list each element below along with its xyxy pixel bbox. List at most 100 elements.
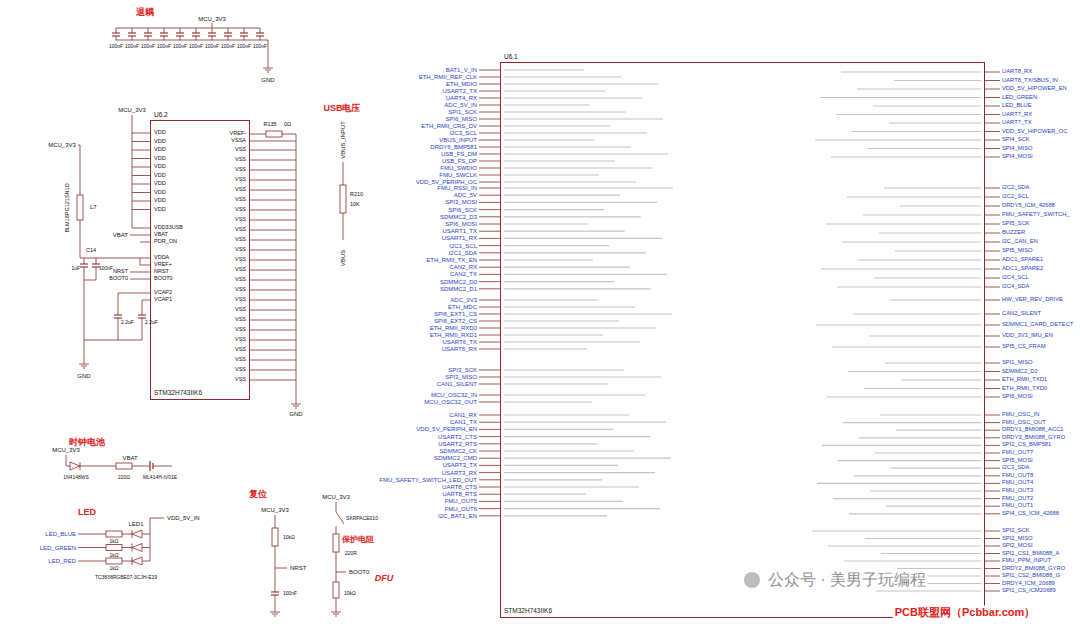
net-label: I2C3_SDA [1002, 465, 1029, 471]
wire [479, 321, 500, 322]
wire [504, 383, 608, 384]
net-label: UART8_CTS [442, 484, 477, 490]
wire [504, 69, 584, 70]
component-value: 220R [345, 551, 357, 556]
wire [504, 465, 618, 466]
wire [78, 547, 106, 548]
wire [272, 614, 278, 615]
wire [504, 267, 630, 268]
wire [858, 259, 981, 260]
net-label: MCU_OSC32_IN [431, 392, 477, 398]
wire [343, 162, 344, 185]
wire [848, 371, 981, 372]
wire [901, 379, 981, 380]
net-label: FMU_RSSI_IN [437, 185, 477, 191]
net-label: CAN1_RX [449, 412, 477, 418]
wire [250, 300, 296, 301]
wire [250, 380, 296, 381]
wire [847, 196, 981, 197]
wire [853, 313, 981, 314]
net-label: I2C2_SDA [1002, 185, 1029, 191]
wire [130, 272, 150, 273]
net-label: SPI6_MOSI [445, 221, 477, 227]
net-label: SPI4_MISO [1002, 146, 1033, 152]
wire [985, 568, 1000, 569]
wire [250, 210, 296, 211]
wire [479, 314, 500, 315]
wire [296, 134, 297, 398]
net-label: SDMMC2_CK [439, 448, 477, 454]
net-label: BOOT0 [349, 569, 369, 575]
wire [504, 348, 587, 349]
wire [985, 131, 1000, 132]
wire [479, 384, 500, 385]
chip-box: U6.1STM32H743IIK6 [500, 62, 985, 618]
net-label: VDD_5V_IN [167, 515, 200, 521]
wire [142, 547, 150, 548]
wire [250, 350, 296, 351]
wire [985, 583, 1000, 584]
wire [841, 71, 981, 72]
wire [81, 366, 87, 367]
wire [985, 591, 1000, 592]
wire [504, 252, 646, 253]
net-label: ADC1_SPARE2 [1002, 266, 1043, 272]
wire [479, 91, 500, 92]
wire [250, 230, 296, 231]
part-number: STM32H743IIK6 [504, 608, 552, 615]
ferrite-symbol [77, 195, 83, 220]
net-label: VBUS_INPUT [340, 121, 346, 159]
wire [164, 36, 165, 40]
wire [479, 126, 500, 127]
net-label: SPI2_MOSI [1002, 543, 1033, 549]
component-value: 10kΩ [283, 535, 295, 540]
wire [504, 327, 656, 328]
pin-name: VBAT [154, 232, 168, 238]
pin-name: VSS [235, 327, 246, 333]
net-label: BOOT0 [109, 276, 128, 282]
wire [985, 531, 1000, 532]
net-label: SPI5_SCK [1002, 221, 1030, 227]
net-label: SPI6_MISO [445, 116, 477, 122]
wire [985, 206, 1000, 207]
net-label: SDMMC2_D2 [1002, 369, 1038, 375]
wire [148, 36, 149, 40]
wire [479, 436, 500, 437]
wire [504, 174, 599, 175]
net-label: SPI5_CS_FRAM [1002, 344, 1046, 350]
net-label: VDD_5V_PERIPH_OC [416, 179, 477, 185]
wire [985, 553, 1000, 554]
net-label: USART3_TX [442, 462, 477, 468]
pin-name: VSS [235, 227, 246, 233]
net-label: MCU_3V3 [48, 142, 76, 148]
net-label: DRDY1_BMI088_ACC1 [1002, 427, 1064, 433]
wire [879, 232, 981, 233]
wire [985, 397, 1000, 398]
part-name: C14 [86, 248, 96, 254]
component-value: 100nF [205, 44, 219, 49]
wire [479, 508, 500, 509]
net-label: UART8_RTS [442, 491, 477, 497]
wire [891, 468, 981, 469]
component-value: 10kΩ [344, 591, 356, 596]
wire [275, 606, 276, 612]
led-symbol [132, 557, 142, 565]
wire [822, 445, 981, 446]
wire [985, 242, 1000, 243]
component-value: 1uF [71, 266, 80, 271]
net-label: MCU_3V3 [261, 507, 289, 513]
wire [228, 36, 229, 40]
wire [870, 490, 981, 491]
net-label: LED_BLUE [45, 531, 76, 537]
wire [240, 32, 248, 33]
wire [132, 466, 150, 467]
wire [875, 452, 981, 453]
component-value: 1kΩ [109, 552, 118, 557]
pin-name: VDD [154, 181, 166, 187]
wire [886, 506, 981, 507]
wire [118, 293, 150, 315]
wire [833, 498, 981, 499]
wire [250, 170, 296, 171]
net-label: I2C_BAT1_EN [438, 513, 477, 519]
wire [130, 235, 150, 236]
